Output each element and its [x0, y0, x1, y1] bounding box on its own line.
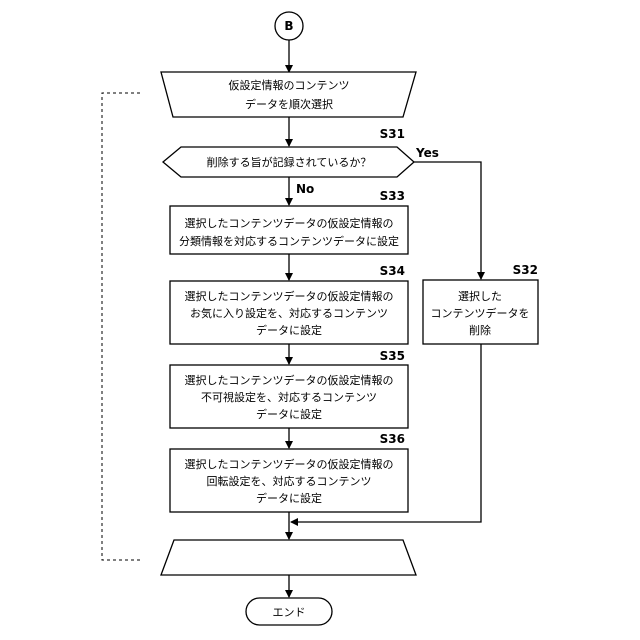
step-label-s34: S34: [380, 264, 405, 278]
step-label-s35: S35: [380, 349, 405, 363]
decision-s31: 削除する旨が記録されているか？ S31 Yes No: [163, 127, 439, 196]
s36-line-3: データに設定: [256, 491, 322, 505]
s33-line-1: 選択したコンテンツデータの仮設定情報の: [185, 216, 394, 230]
s32-line-2: コンテンツデータを: [431, 306, 530, 320]
loop-start-line-1: 仮設定情報のコンテンツ: [229, 78, 350, 92]
s35-line-2: 不可視設定を、対応するコンテンツ: [201, 390, 377, 404]
step-label-s33: S33: [380, 189, 405, 203]
end-label: エンド: [273, 606, 306, 619]
s36-line-1: 選択したコンテンツデータの仮設定情報の: [185, 457, 394, 471]
loop-start-line-2: データを順次選択: [245, 97, 333, 111]
s34-line-3: データに設定: [256, 323, 322, 337]
s32-line-1: 選択した: [458, 289, 502, 303]
s34-line-1: 選択したコンテンツデータの仮設定情報の: [185, 289, 394, 303]
connector-b: B: [275, 12, 303, 40]
no-label: No: [296, 182, 314, 196]
s33-line-2: 分類情報を対応するコンテンツデータに設定: [179, 234, 399, 248]
s35-line-1: 選択したコンテンツデータの仮設定情報の: [185, 373, 394, 387]
s34-line-2: お気に入り設定を、対応するコンテンツ: [190, 306, 388, 320]
step-label-s36: S36: [380, 432, 405, 446]
loop-end-box: [161, 540, 416, 575]
s36-line-2: 回転設定を、対応するコンテンツ: [207, 474, 372, 488]
connector-b-label: B: [284, 19, 293, 33]
s35-line-3: データに設定: [256, 407, 322, 421]
s32-line-3: 削除: [469, 323, 491, 337]
end-terminal: エンド: [246, 598, 332, 625]
loop-bracket: [102, 93, 140, 560]
decision-text: 削除する旨が記録されているか？: [207, 155, 372, 169]
arrow-yes-to-s32: [414, 162, 481, 279]
step-label-s32: S32: [513, 263, 538, 277]
step-label-s31: S31: [380, 127, 405, 141]
yes-label: Yes: [415, 146, 439, 160]
loop-start-box: 仮設定情報のコンテンツ データを順次選択: [161, 72, 416, 117]
